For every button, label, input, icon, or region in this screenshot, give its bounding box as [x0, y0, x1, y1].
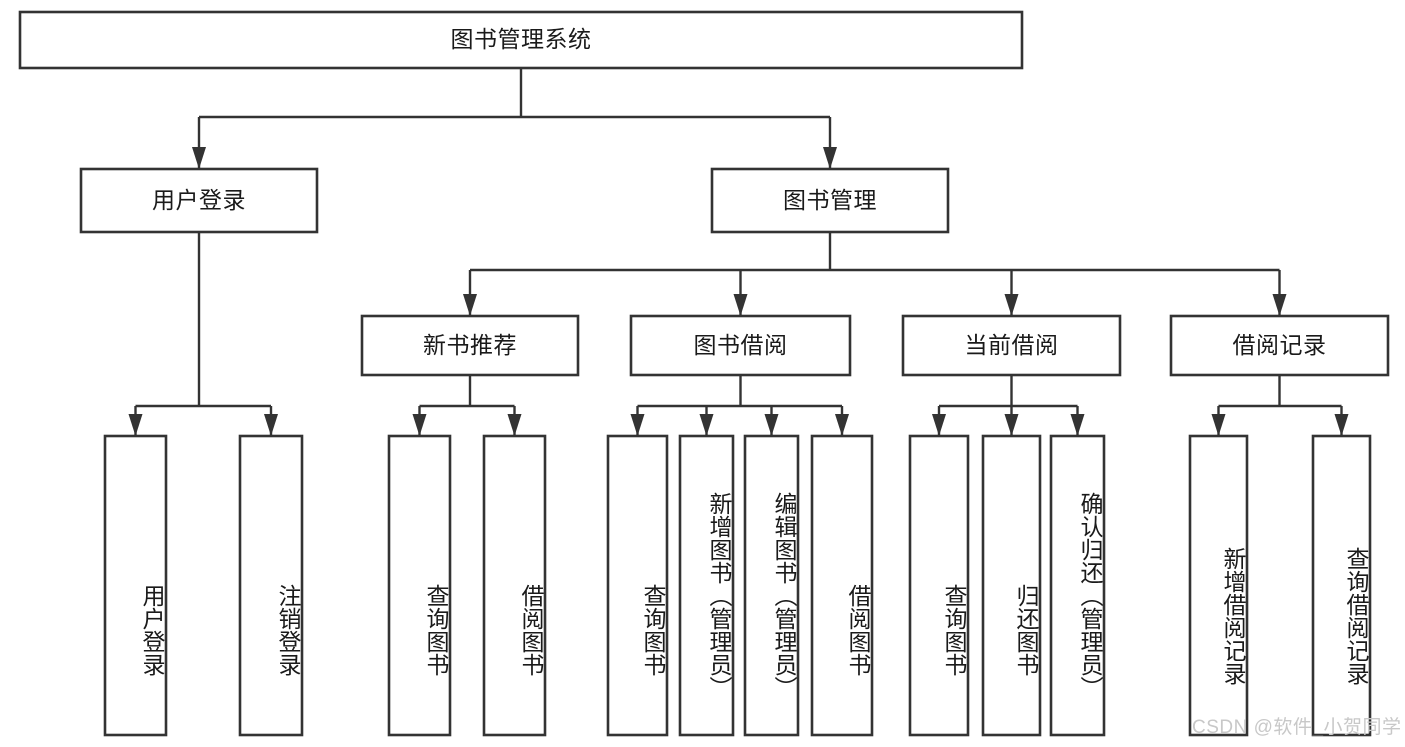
arrow-head-icon: [733, 294, 748, 316]
leaf-box-leaf-user-logout[interactable]: [238, 434, 304, 737]
node-box-borrow-record[interactable]: [1169, 314, 1390, 377]
arrow-head-icon: [630, 414, 645, 436]
arrow-head-icon: [128, 414, 143, 436]
arrow-head-icon: [1004, 294, 1019, 316]
node-box-root[interactable]: [18, 10, 1024, 70]
arrow-head-icon: [1211, 414, 1226, 436]
leaf-box-leaf-cb-return-book[interactable]: [981, 434, 1042, 737]
node-box-layer: [18, 10, 1390, 737]
arrow-head-icon: [507, 414, 522, 436]
leaf-box-leaf-bb-edit-book[interactable]: [743, 434, 800, 737]
connector-layer: [128, 68, 1349, 436]
arrow-head-icon: [1004, 414, 1019, 436]
leaf-box-leaf-bb-query-book[interactable]: [606, 434, 669, 737]
node-box-current-borrow[interactable]: [901, 314, 1122, 377]
leaf-box-leaf-br-add-record[interactable]: [1188, 434, 1249, 737]
leaf-box-leaf-cb-confirm-return[interactable]: [1049, 434, 1106, 737]
node-box-new-book-rec[interactable]: [360, 314, 580, 377]
arrow-head-icon: [412, 414, 427, 436]
leaf-box-leaf-br-query-record[interactable]: [1311, 434, 1372, 737]
arrow-head-icon: [192, 147, 206, 169]
arrow-head-icon: [1070, 414, 1085, 436]
node-box-user-login[interactable]: [79, 167, 319, 234]
arrow-head-icon: [823, 147, 837, 169]
leaf-box-leaf-rec-borrow-book[interactable]: [482, 434, 547, 737]
leaf-box-leaf-rec-query-book[interactable]: [387, 434, 452, 737]
arrow-head-icon: [932, 414, 946, 436]
arrow-head-icon: [264, 414, 278, 436]
leaf-box-leaf-cb-query-book[interactable]: [908, 434, 970, 737]
arrow-head-icon: [835, 414, 849, 436]
arrow-head-icon: [764, 414, 779, 436]
node-box-book-borrow[interactable]: [629, 314, 852, 377]
arrow-head-icon: [463, 294, 477, 316]
arrow-head-icon: [1334, 414, 1349, 436]
leaf-box-leaf-user-login[interactable]: [103, 434, 168, 737]
leaf-box-leaf-bb-add-book[interactable]: [678, 434, 735, 737]
leaf-box-leaf-bb-borrow-book[interactable]: [810, 434, 874, 737]
node-box-book-manage[interactable]: [710, 167, 950, 234]
arrow-head-icon: [699, 414, 714, 436]
arrow-head-icon: [1272, 294, 1287, 316]
